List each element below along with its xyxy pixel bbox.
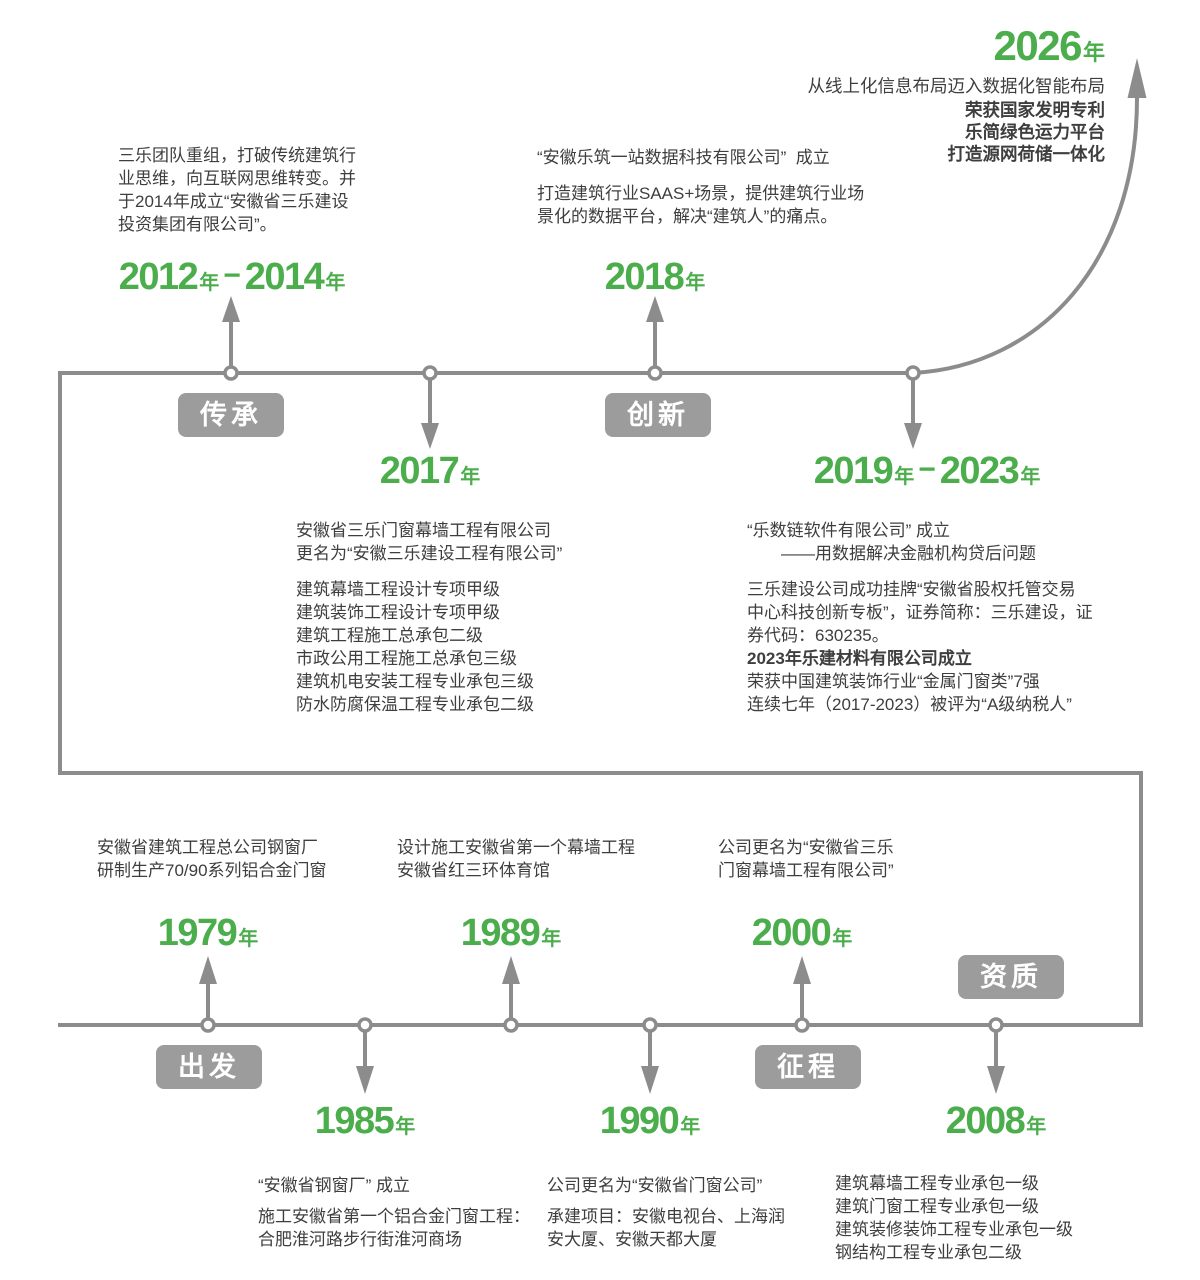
node-2019 (905, 365, 921, 381)
year-2008-number: 2008 (945, 1100, 1026, 1142)
event-2000-description: 公司更名为“安徽省三乐 门窗幕墙工程有限公司” (718, 838, 894, 880)
year-2018-number: 2018 (604, 256, 685, 298)
range-dash: − (223, 259, 241, 292)
year-1985-number: 1985 (314, 1100, 395, 1142)
event-1985-founding: “安徽省钢窗厂” 成立 (258, 1176, 411, 1195)
year-suffix: 年 (238, 928, 259, 950)
event-2019-awards: 荣获中国建筑装饰行业“金属门窗类”7强 连续七年（2017-2023）被评为“A… (747, 672, 1072, 714)
year-2017-number: 2017 (379, 450, 460, 492)
event-2026-highlights: 荣获国家发明专利 乐简绿色运力平台 打造源网荷储一体化 (947, 100, 1106, 164)
year-suffix: 年 (1026, 1116, 1047, 1138)
arrowhead-1979 (199, 956, 217, 984)
node-1990 (642, 1017, 658, 1033)
year-suffix: 年 (325, 272, 346, 294)
node-2017 (422, 365, 438, 381)
year-suffix: 年 (894, 466, 915, 488)
event-1979-description: 安徽省建筑工程总公司钢窗厂 研制生产70/90系列铝合金门窗 (97, 838, 327, 880)
event-2017-block: 安徽省三乐门窗幕墙工程有限公司 更名为“安徽三乐建设工程有限公司” 建筑幕墙工程… (296, 519, 562, 716)
event-2026-line: 从线上化信息布局迈入数据化智能布局 (807, 76, 1106, 96)
event-2012-2014-description: 三乐团队重组，打破传统建筑行 业思维，向互联网思维转变。并 于2014年成立“安… (118, 146, 356, 234)
event-1985-project: 施工安徽省第一个铝合金门窗工程： 合肥淮河路步行街淮河商场 (258, 1207, 530, 1249)
arrowhead-2026 (1127, 58, 1147, 98)
event-2019-listing: 三乐建设公司成功挂牌“安徽省股权托管交易 中心科技创新专板”，证券简称：三乐建设… (747, 580, 1093, 645)
node-1979 (200, 1017, 216, 1033)
node-2008 (988, 1017, 1004, 1033)
node-2000 (794, 1017, 810, 1033)
year-2023: 2023 (939, 450, 1020, 492)
arrowhead-2012 (222, 296, 240, 322)
arrowhead-2017 (421, 423, 439, 449)
arrowhead-2019 (904, 423, 922, 449)
year-suffix: 年 (199, 272, 220, 294)
event-1990-projects: 承建项目：安徽电视台、上海润 安大厦、安徽天都大厦 (547, 1207, 785, 1249)
timeline-main-path (58, 371, 1143, 1027)
arrowhead-1989 (502, 956, 520, 984)
year-2026: 2026年 (808, 22, 1105, 70)
year-suffix: 年 (460, 466, 481, 488)
year-1979-number: 1979 (157, 912, 238, 954)
event-2018-block: “安徽乐筑一站数据科技有限公司” 成立 打造建筑行业SAAS+场景，提供建筑行业… (537, 146, 864, 228)
year-suffix: 年 (541, 928, 562, 950)
event-2019-2023-block: “乐数链软件有限公司” 成立 ——用数据解决金融机构贷后问题 三乐建设公司成功挂… (747, 519, 1093, 716)
chapter-label-qualification: 资质 (958, 955, 1064, 999)
year-2014: 2014 (244, 256, 325, 298)
node-1985 (357, 1017, 373, 1033)
event-2018-description: 打造建筑行业SAAS+场景，提供建筑行业场 景化的数据平台，解决“建筑人”的痛点… (537, 184, 865, 226)
chapter-label-innovation: 创新 (605, 393, 711, 437)
node-2012 (223, 365, 239, 381)
arrowhead-1985 (356, 1066, 374, 1094)
chapter-label-heritage: 传承 (178, 393, 284, 437)
year-2026-suffix: 年 (1082, 40, 1105, 65)
arrowhead-1990 (641, 1066, 659, 1094)
year-1989-number: 1989 (460, 912, 541, 954)
year-suffix: 年 (1020, 466, 1041, 488)
event-2018-title: “安徽乐筑一站数据科技有限公司” 成立 (537, 148, 830, 167)
event-1985-block: “安徽省钢窗厂” 成立 施工安徽省第一个铝合金门窗工程： 合肥淮河路步行街淮河商… (258, 1174, 530, 1251)
chapter-label-journey: 征程 (755, 1045, 861, 1089)
year-1990-number: 1990 (599, 1100, 680, 1142)
year-2012: 2012 (118, 256, 199, 298)
event-2026: 2026年 从线上化信息布局迈入数据化智能布局 荣获国家发明专利 乐简绿色运力平… (808, 22, 1106, 165)
timeline-2026-curve (912, 97, 1139, 375)
event-2008-qualifications: 建筑幕墙工程专业承包一级 建筑门窗工程专业承包一级 建筑装修装饰工程专业承包一级… (835, 1174, 1073, 1262)
node-1989 (503, 1017, 519, 1033)
year-suffix: 年 (680, 1116, 701, 1138)
year-2026-number: 2026 (993, 22, 1083, 69)
event-2017-rename: 安徽省三乐门窗幕墙工程有限公司 更名为“安徽三乐建设工程有限公司” (296, 521, 563, 563)
arrowhead-2000 (793, 956, 811, 984)
chapter-label-departure: 出发 (156, 1045, 262, 1089)
year-suffix: 年 (685, 272, 706, 294)
event-2019-software: “乐数链软件有限公司” 成立 ——用数据解决金融机构贷后问题 (747, 521, 1036, 563)
event-1990-block: 公司更名为“安徽省门窗公司” 承建项目：安徽电视台、上海润 安大厦、安徽天都大厦 (547, 1174, 785, 1251)
year-2019: 2019 (813, 450, 894, 492)
event-2017-qualifications: 建筑幕墙工程设计专项甲级 建筑装饰工程设计专项甲级 建筑工程施工总承包二级 市政… (296, 580, 534, 714)
year-suffix: 年 (395, 1116, 416, 1138)
year-suffix: 年 (832, 928, 853, 950)
event-2023-materials: 2023年乐建材料有限公司成立 (747, 649, 972, 668)
node-2018 (647, 365, 663, 381)
arrowhead-2018 (646, 296, 664, 322)
arrowhead-2008 (987, 1066, 1005, 1094)
event-1990-rename: 公司更名为“安徽省门窗公司” (547, 1176, 763, 1195)
year-2000-number: 2000 (751, 912, 832, 954)
event-1989-description: 设计施工安徽省第一个幕墙工程 安徽省红三环体育馆 (397, 838, 635, 880)
range-dash: − (918, 453, 936, 486)
